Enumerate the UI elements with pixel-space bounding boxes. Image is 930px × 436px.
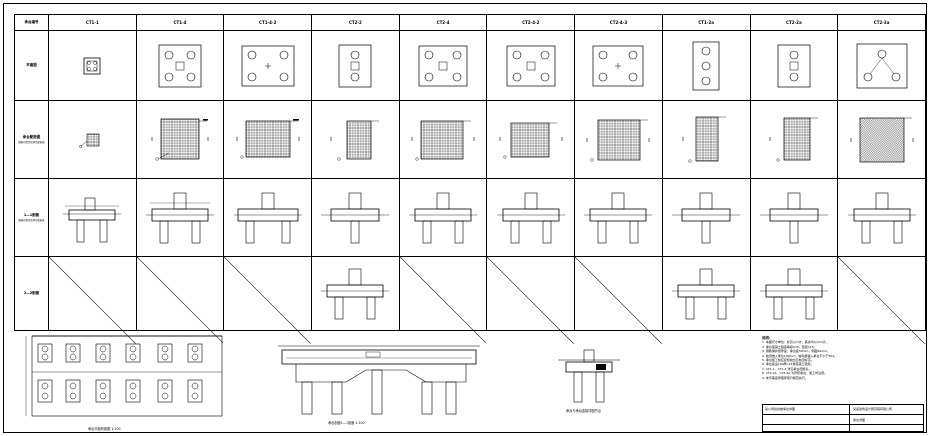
- row-label: 2—2剖面: [14, 256, 49, 331]
- rebar-cell: [486, 100, 576, 179]
- section-cell: [661, 256, 751, 331]
- section-cell: [749, 178, 839, 257]
- empty-cell: [486, 256, 576, 331]
- plan-symbol: [777, 44, 811, 87]
- rebar-cell: [135, 100, 225, 179]
- column-header: CT1-4: [135, 14, 225, 31]
- plan-cell: [48, 30, 137, 101]
- section-1-row: 1—1剖面 钢筋布置详见承台配筋表: [14, 178, 926, 257]
- plan-cell: [223, 30, 313, 101]
- rebar-cell: [223, 100, 313, 179]
- column-header: CT2-4-3: [574, 14, 663, 31]
- empty-cell: [574, 256, 663, 331]
- general-notes: 说明： 1. 本图尺寸单位：标高以m计，其余均以mm计。 2. 承台混凝土强度等…: [762, 336, 922, 402]
- note-line: 8. CT2-2a、CT2-3a 为异形承台，施工时注意。: [762, 371, 828, 376]
- column-header: CT2-2: [311, 14, 400, 31]
- column-header: CT2-4-2: [486, 14, 576, 31]
- section-caption: 承台剖面1—1剖面 1:100: [328, 421, 365, 425]
- plan-caption: 承台平面布置图 1:100: [88, 427, 121, 431]
- note-line: 9. 未尽事宜按国家现行规范执行。: [762, 375, 808, 380]
- plan-symbol: [692, 41, 720, 90]
- note-line: 6. 承台底设100厚C15素混凝土垫层。: [762, 362, 814, 367]
- empty-cell: [223, 256, 313, 331]
- section-cell: [311, 256, 400, 331]
- pile-cap-layout-plan: [25, 335, 223, 417]
- column-header: CT2-2a: [749, 14, 839, 31]
- title-block: 某公司综合楼承台详图 某某建筑设计研究院有限公司 承台详图: [762, 404, 924, 432]
- drawing-name: 承台详图: [853, 418, 866, 422]
- plan-cell: [574, 30, 663, 101]
- empty-cell: [837, 256, 926, 331]
- rebar-cell: [749, 100, 839, 179]
- section-cell: [837, 178, 926, 257]
- note-line: 2. 承台混凝土强度等级C30，垫层C15。: [762, 344, 817, 349]
- section-cell: [48, 178, 137, 257]
- note-line: 7. CT1-1、CT1-4 详见承台配筋表。: [762, 366, 812, 371]
- plan-symbol: [418, 45, 468, 86]
- plan-cell: [311, 30, 400, 101]
- header-row: 承台编号 CT1-1 CT1-4 CT1-4-2 CT2-2 CT2-4 CT2…: [14, 14, 926, 31]
- section-cell: [661, 178, 751, 257]
- section-cell: [223, 178, 313, 257]
- notes-title: 说明：: [762, 336, 773, 340]
- section-cell: [749, 256, 839, 331]
- note-line: 5. 承台施工前应复核桩位及桩顶标高。: [762, 358, 814, 363]
- empty-cell: [135, 256, 225, 331]
- plan-symbol: [856, 43, 907, 88]
- company-name: 某某建筑设计研究院有限公司: [853, 407, 893, 411]
- connection-detail-drawing: [558, 349, 620, 403]
- plan-symbol: [506, 45, 556, 86]
- plan-symbol: [339, 44, 372, 87]
- plan-cell: [135, 30, 225, 101]
- plan-symbol: [83, 57, 101, 74]
- cap-section-drawing: [278, 345, 480, 415]
- rebar-row: 承台配筋图 钢筋布置详见承台配筋表: [14, 100, 926, 179]
- pile-cap-schedule-table: 承台编号 CT1-1 CT1-4 CT1-4-2 CT2-2 CT2-4 CT2…: [14, 14, 926, 331]
- rebar-cell: [574, 100, 663, 179]
- section-2-row: 2—2剖面: [14, 256, 926, 331]
- section-cell: [574, 178, 663, 257]
- row-label: 平面图: [14, 30, 49, 101]
- plan-row: 平面图: [14, 30, 926, 101]
- section-cell: [486, 178, 576, 257]
- empty-cell: [398, 256, 488, 331]
- column-header: CT2-3a: [837, 14, 926, 31]
- empty-cell: [48, 256, 137, 331]
- plan-cell: [398, 30, 488, 101]
- plan-symbol: [158, 44, 202, 87]
- row-label: 1—1剖面 钢筋布置详见承台配筋表: [14, 178, 49, 257]
- section-cell: [398, 178, 488, 257]
- plan-cell: [749, 30, 839, 101]
- column-header: CT1-2a: [661, 14, 751, 31]
- note-line: 1. 本图尺寸单位：标高以m计，其余均以mm计。: [762, 340, 829, 345]
- plan-cell: [837, 30, 926, 101]
- note-line: 3. 钢筋保护层厚度：承台底50mm，侧面40mm。: [762, 349, 831, 354]
- drawing-sheet: [3, 3, 927, 433]
- section-cell: [135, 178, 225, 257]
- column-header: CT1-1: [48, 14, 137, 31]
- rebar-cell: [398, 100, 488, 179]
- corner-label: 承台编号: [14, 14, 49, 31]
- section-cell: [311, 178, 400, 257]
- row-label: 承台配筋图 钢筋布置详见承台配筋表: [14, 100, 49, 179]
- rebar-cell: [48, 100, 137, 179]
- rebar-cell: [837, 100, 926, 179]
- column-header: CT2-4: [398, 14, 488, 31]
- column-header: CT1-4-2: [223, 14, 313, 31]
- plan-symbol: [593, 45, 644, 86]
- detail-caption: 承台与承台连接详图节点: [566, 409, 602, 413]
- rebar-cell: [311, 100, 400, 179]
- project-name: 某公司综合楼承台详图: [765, 407, 796, 411]
- plan-cell: [661, 30, 751, 101]
- plan-symbol: [241, 45, 295, 86]
- note-line: 4. 桩顶嵌入承台100mm，桩纵筋锚入承台不小于35d。: [762, 353, 838, 358]
- plan-cell: [486, 30, 576, 101]
- rebar-cell: [661, 100, 751, 179]
